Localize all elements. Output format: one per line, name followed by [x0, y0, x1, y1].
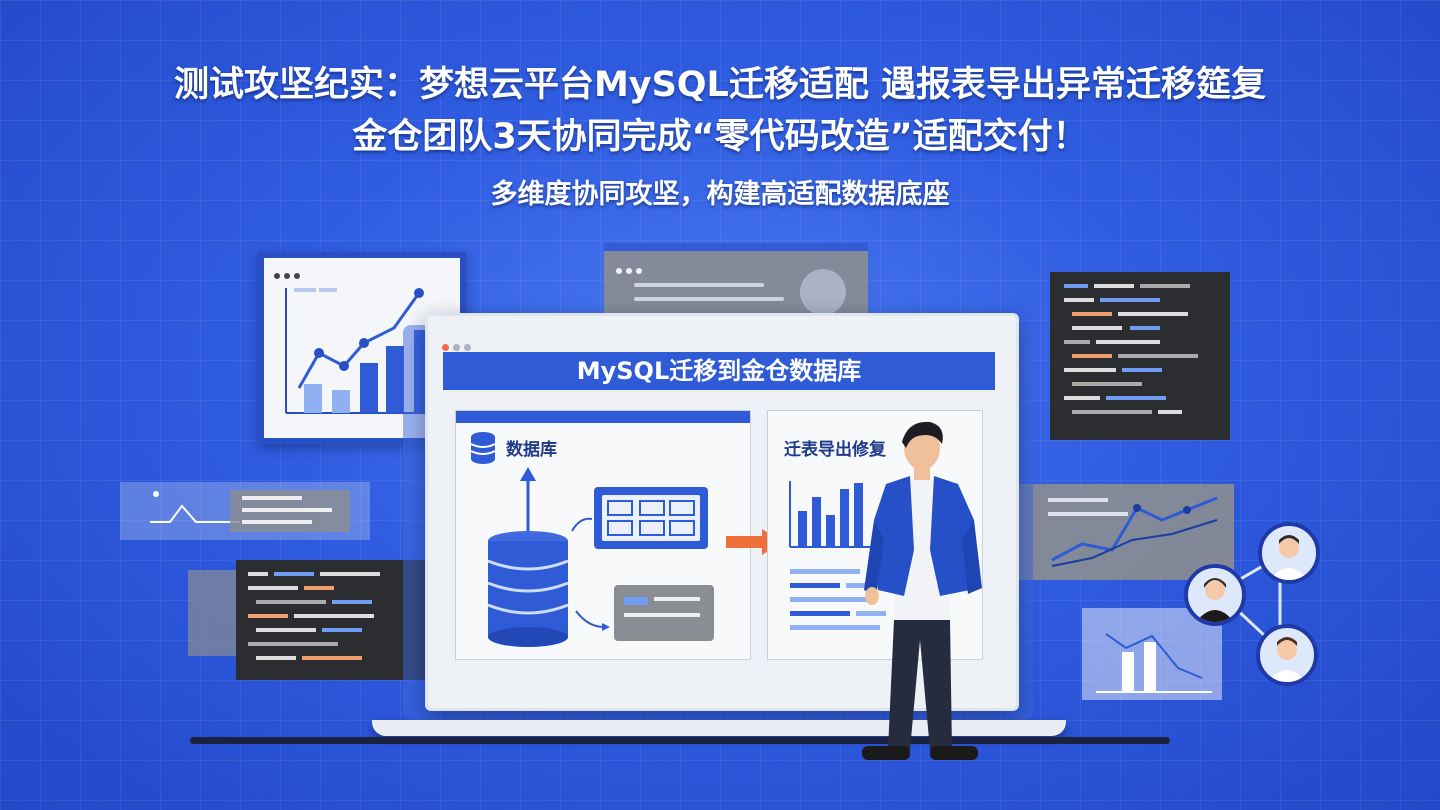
export-repair-label: 迁表导出修复	[784, 440, 886, 460]
database-label: 数据库	[506, 440, 557, 460]
team-member-avatar	[1258, 522, 1320, 584]
database-stack-icon	[487, 467, 714, 647]
bar-chart-icon	[1096, 633, 1212, 693]
headline-line-2: 金仓团队3天协同完成“零代码改造”适配交付！	[352, 117, 1088, 157]
migration-banner: MySQL迁移到金仓数据库	[443, 352, 995, 390]
report-chart-icon	[789, 481, 886, 630]
headline-line-1: 测试攻坚纪实：梦想云平台MySQL迁移适配 遇报表导出异常迁移筵复	[173, 65, 1267, 105]
window-controls	[442, 336, 471, 355]
avatar-placeholder-icon	[800, 269, 846, 315]
code-panel-right	[1050, 272, 1230, 440]
code-lines-icon	[248, 572, 380, 660]
team-member-avatar	[1184, 564, 1246, 626]
trend-chart-icon	[1048, 496, 1218, 567]
team-member-avatar	[1256, 624, 1318, 686]
database-icon	[470, 432, 496, 464]
code-panel-left	[236, 560, 426, 680]
status-panel-top	[604, 243, 868, 323]
database-window: 数据库	[455, 410, 751, 660]
code-lines-icon	[1064, 284, 1198, 414]
pulse-line-icon	[150, 490, 350, 532]
person-icon	[862, 421, 982, 760]
pulse-panel-left	[120, 482, 370, 540]
bar-panel-right	[1082, 608, 1222, 700]
headline-subtitle: 多维度协同攻坚，构建高适配数据底座	[490, 179, 950, 210]
trend-panel-right	[1012, 484, 1234, 580]
floor-line	[190, 737, 1170, 744]
